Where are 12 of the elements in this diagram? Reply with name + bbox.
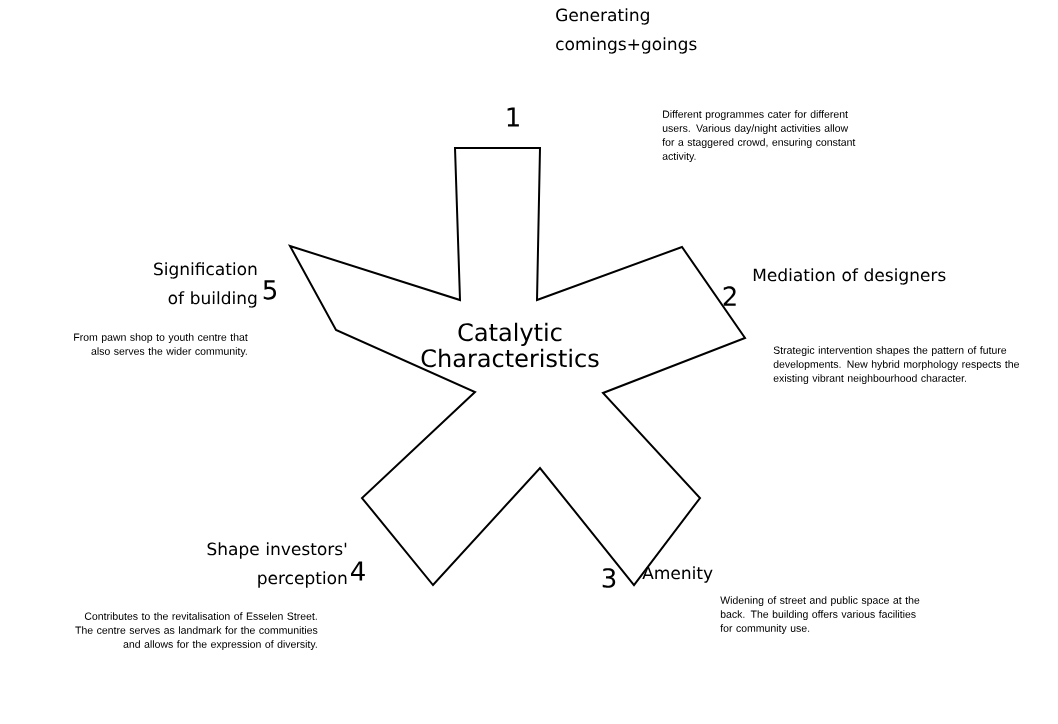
- description: Strategic intervention shapes the pattern of future developments. New hybrid morphology respects the existing vibrant neighbourhood character.: [773, 346, 1019, 384]
- item-number: 4: [351, 561, 365, 581]
- item-number: 2: [723, 286, 736, 306]
- description: Widening of street and public space at the back. The building offers various facilities for community use.: [720, 596, 920, 634]
- description: Contributes to the revitalisation of Esselen Street. The centre serves as landmark for the communities and allows for the expression of diversity.: [75, 612, 318, 650]
- heading: Signification of building: [154, 262, 257, 308]
- description: From pawn shop to youth centre that also serves the wider community.: [74, 333, 248, 357]
- heading: Shape investors' perception: [207, 542, 347, 588]
- heading: Generating comings+goings: [556, 8, 697, 54]
- heading: Amenity: [642, 566, 713, 583]
- description: Different programmes cater for different users. Various day/night activities allow for a staggered crowd, ensuring constant activity.: [662, 110, 856, 162]
- item-number: 3: [602, 568, 616, 588]
